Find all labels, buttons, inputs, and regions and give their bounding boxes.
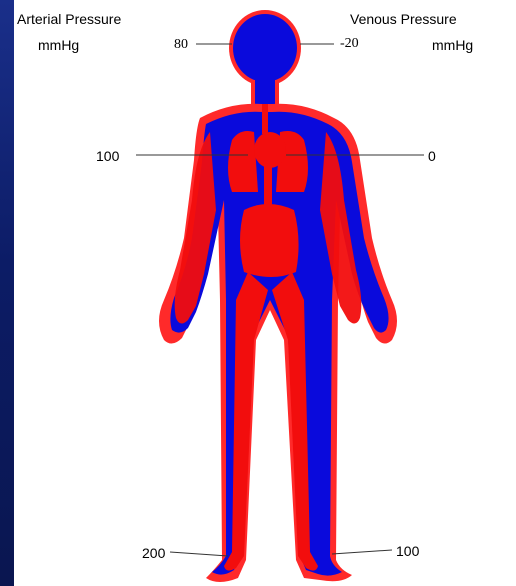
feet-arterial-value: 200 (142, 546, 165, 560)
heart-venous-value: 0 (428, 149, 436, 163)
venous-pressure-title: Venous Pressure (350, 12, 457, 26)
head-venous-value: -20 (340, 37, 359, 51)
head-arterial-value: 80 (174, 38, 188, 52)
heart-arterial-value: 100 (96, 149, 119, 163)
venous-unit-label: mmHg (432, 38, 473, 52)
arterial-unit-label: mmHg (38, 38, 79, 52)
arterial-pressure-title: Arterial Pressure (17, 12, 121, 26)
feet-venous-value: 100 (396, 544, 419, 558)
